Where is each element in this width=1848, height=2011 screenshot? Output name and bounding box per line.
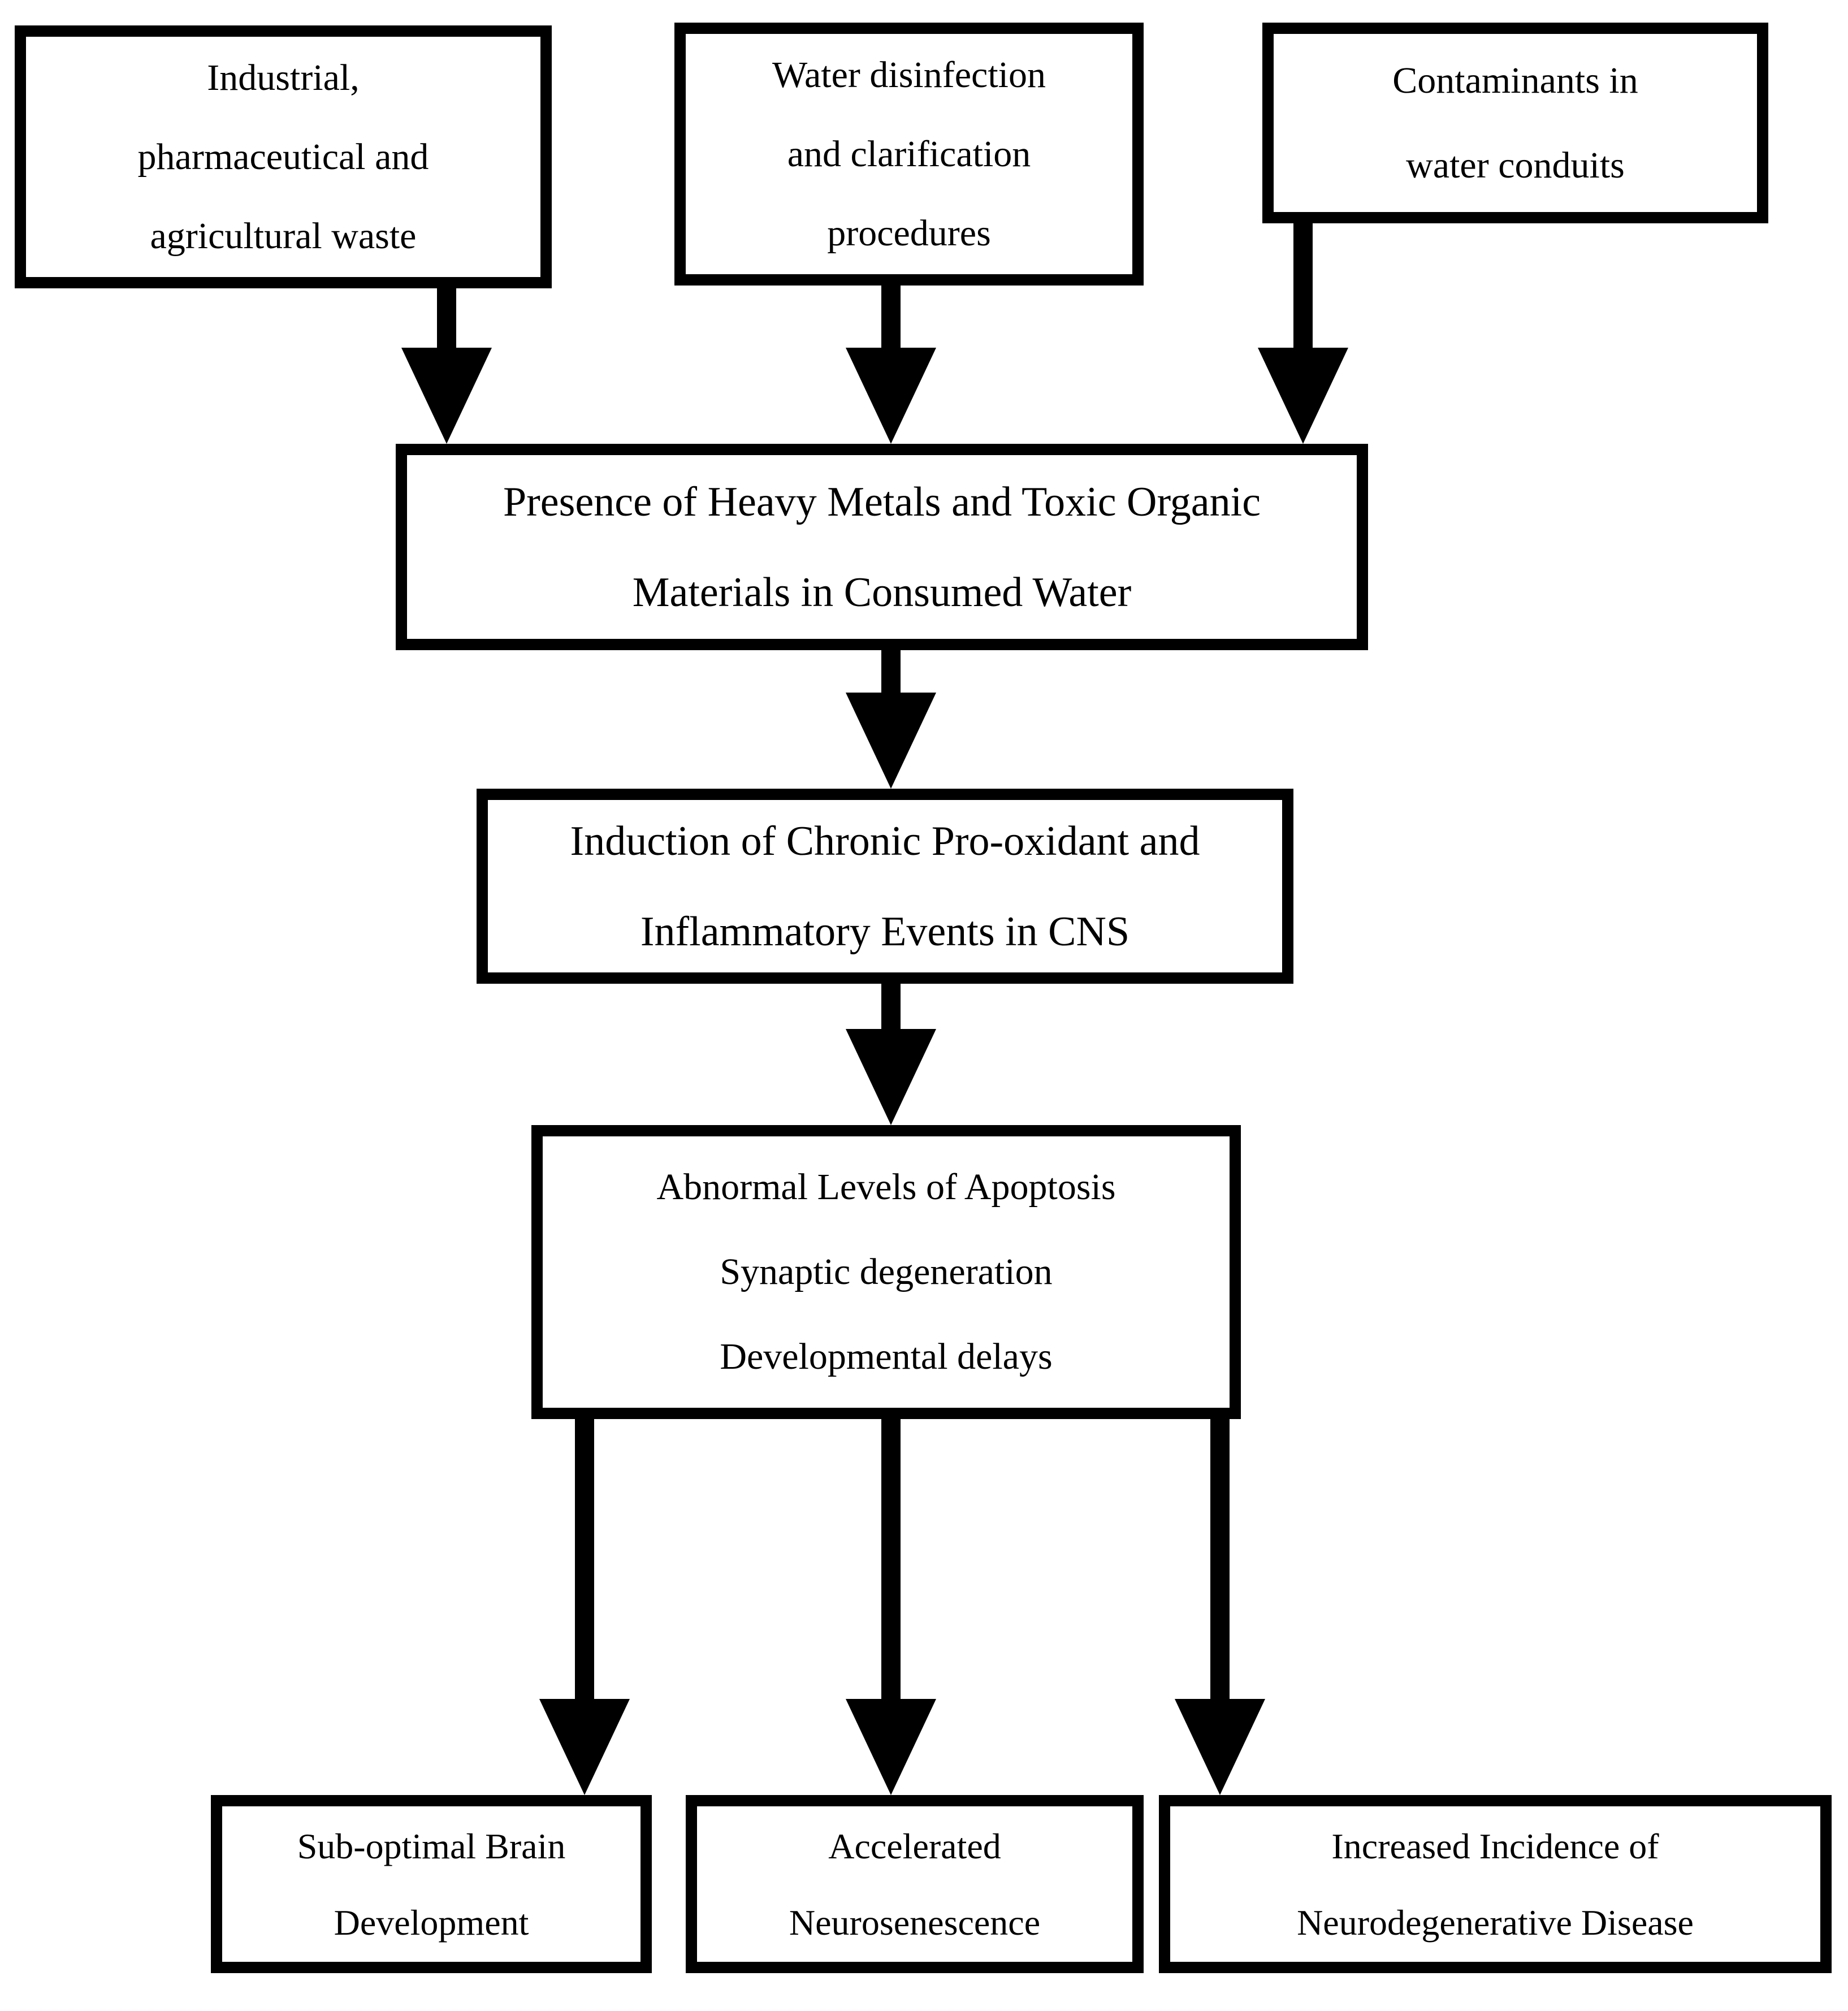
box-water-disinfection: Water disinfection and clarification pro… (674, 23, 1144, 286)
arrow-abnormal-to-braindev (539, 1419, 630, 1795)
arrow-stem (575, 1419, 594, 1699)
box-heavy-metals-line: Presence of Heavy Metals and Toxic Organ… (503, 478, 1261, 525)
arrow-stem (881, 1419, 901, 1699)
arrow-disinfection-to-heavymetals (846, 284, 936, 444)
arrow-contaminants-to-heavymetals (1258, 222, 1348, 444)
arrow-stem (881, 284, 901, 348)
arrow-head-icon (846, 693, 936, 789)
arrow-head-icon (1175, 1699, 1265, 1795)
box-heavy-metals-line: Materials in Consumed Water (632, 569, 1132, 616)
box-induction-cns-line: Induction of Chronic Pro-oxidant and (570, 818, 1200, 864)
box-brain-development-line: Development (334, 1902, 529, 1943)
arrow-head-icon (401, 348, 492, 444)
arrow-stem (881, 650, 901, 693)
box-industrial-waste: Industrial, pharmaceutical and agricultu… (15, 25, 552, 288)
box-water-disinfection-line: Water disinfection (772, 54, 1046, 96)
box-neurosenescence-line: Accelerated (828, 1826, 1001, 1866)
box-neurosenescence: Accelerated Neurosenescence (686, 1795, 1144, 1973)
arrow-abnormal-to-neurodegeneration (1175, 1419, 1265, 1795)
box-abnormal-apoptosis-line: Abnormal Levels of Apoptosis (656, 1166, 1116, 1208)
arrow-head-icon (1258, 348, 1348, 444)
arrow-industrial-to-heavymetals (401, 287, 492, 444)
box-neurodegenerative: Increased Incidence of Neurodegenerative… (1159, 1795, 1832, 1973)
box-brain-development: Sub-optimal Brain Development (211, 1795, 652, 1973)
box-contaminants-line: water conduits (1406, 144, 1625, 186)
arrow-head-icon (846, 348, 936, 444)
box-contaminants-line: Contaminants in (1392, 59, 1638, 101)
box-brain-development-line: Sub-optimal Brain (297, 1826, 566, 1866)
box-water-disinfection-line: procedures (827, 212, 991, 254)
arrow-induction-to-abnormal (846, 984, 936, 1125)
box-neurodegenerative-line: Neurodegenerative Disease (1297, 1902, 1694, 1943)
arrow-stem (1210, 1419, 1230, 1699)
arrow-heavymetals-to-induction (846, 650, 936, 789)
arrow-head-icon (846, 1699, 936, 1795)
box-industrial-waste-line: Industrial, (207, 57, 360, 98)
box-industrial-waste-line: agricultural waste (150, 215, 417, 257)
arrow-stem (881, 984, 901, 1029)
box-neurosenescence-line: Neurosenescence (789, 1902, 1041, 1943)
box-abnormal-apoptosis-line: Developmental delays (720, 1336, 1053, 1377)
box-heavy-metals: Presence of Heavy Metals and Toxic Organ… (396, 444, 1368, 650)
arrow-abnormal-to-neurosenescence (846, 1419, 936, 1795)
arrow-stem (437, 287, 456, 348)
box-contaminants: Contaminants in water conduits (1262, 23, 1768, 223)
box-induction-cns: Induction of Chronic Pro-oxidant and Inf… (477, 789, 1293, 984)
box-induction-cns-line: Inflammatory Events in CNS (640, 908, 1130, 955)
box-industrial-waste-line: pharmaceutical and (137, 136, 429, 178)
box-neurodegenerative-line: Increased Incidence of (1331, 1826, 1659, 1866)
arrow-head-icon (539, 1699, 630, 1795)
arrow-stem (1293, 222, 1313, 348)
arrow-head-icon (846, 1029, 936, 1125)
box-abnormal-apoptosis: Abnormal Levels of Apoptosis Synaptic de… (531, 1125, 1241, 1419)
box-water-disinfection-line: and clarification (787, 133, 1031, 175)
box-abnormal-apoptosis-line: Synaptic degeneration (720, 1251, 1053, 1292)
